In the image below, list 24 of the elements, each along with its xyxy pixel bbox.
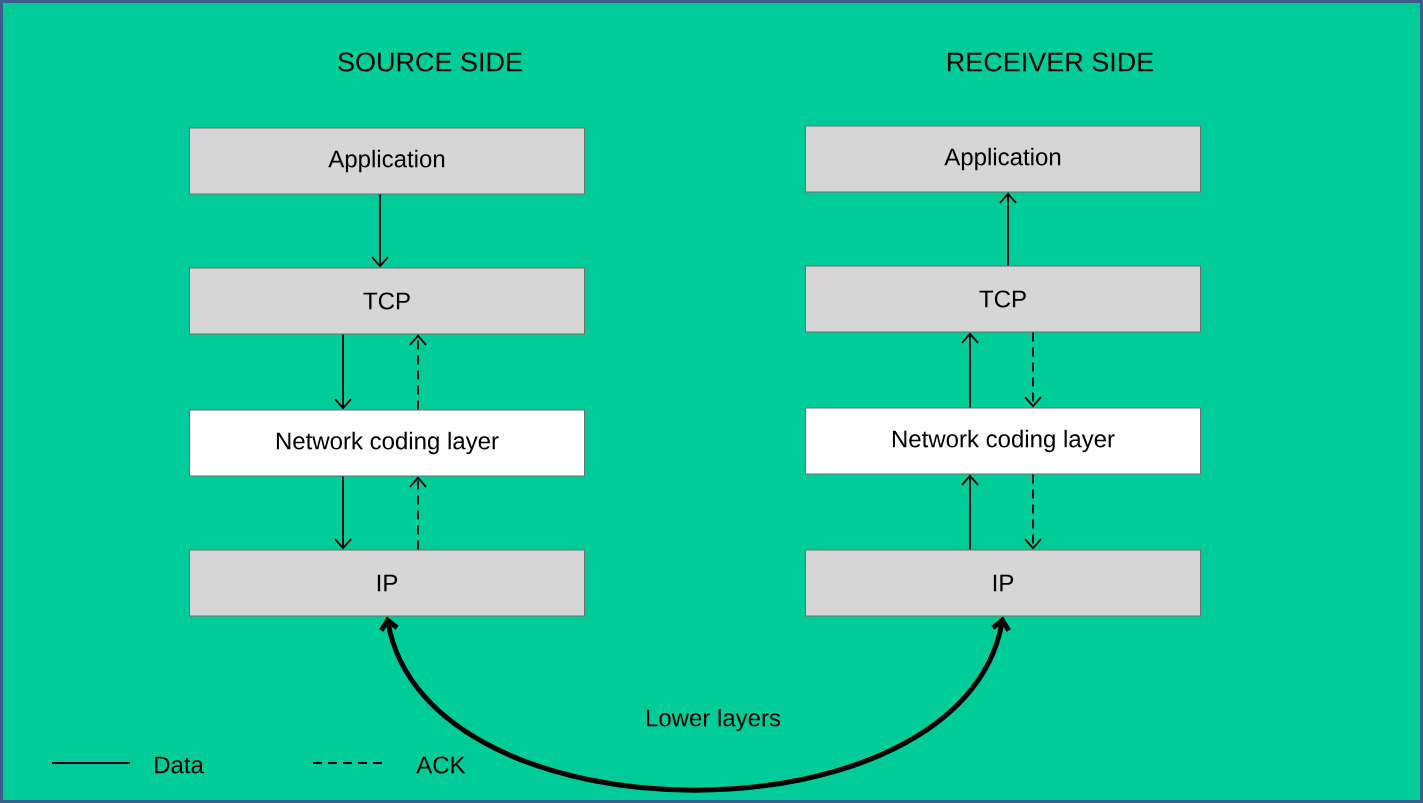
layer-box: Network coding layer	[189, 409, 585, 477]
arrow	[334, 475, 352, 550]
arrow	[961, 474, 979, 551]
side-heading: SOURCE SIDE	[338, 52, 522, 72]
curved-arrow	[379, 616, 1011, 793]
layer-box: Network coding layer	[805, 407, 1201, 475]
arrow	[371, 193, 389, 268]
layer-box: Application	[189, 127, 585, 195]
layer-box: TCP	[805, 265, 1201, 333]
arrow	[334, 333, 352, 410]
side-heading: RECEIVER SIDE	[947, 52, 1154, 72]
arrow	[999, 192, 1017, 267]
legend-label: ACK	[416, 756, 466, 774]
layer-box: Application	[805, 125, 1201, 193]
layer-box: IP	[189, 549, 585, 617]
arrow	[409, 476, 427, 551]
legend-label: Data	[155, 756, 204, 774]
edge-label: Lower layers	[644, 707, 783, 733]
arrow	[1024, 331, 1042, 408]
arrow	[961, 332, 979, 409]
arrow	[1024, 473, 1042, 550]
arrow	[409, 334, 427, 411]
layer-box: TCP	[189, 267, 585, 335]
layer-box: IP	[805, 549, 1201, 617]
